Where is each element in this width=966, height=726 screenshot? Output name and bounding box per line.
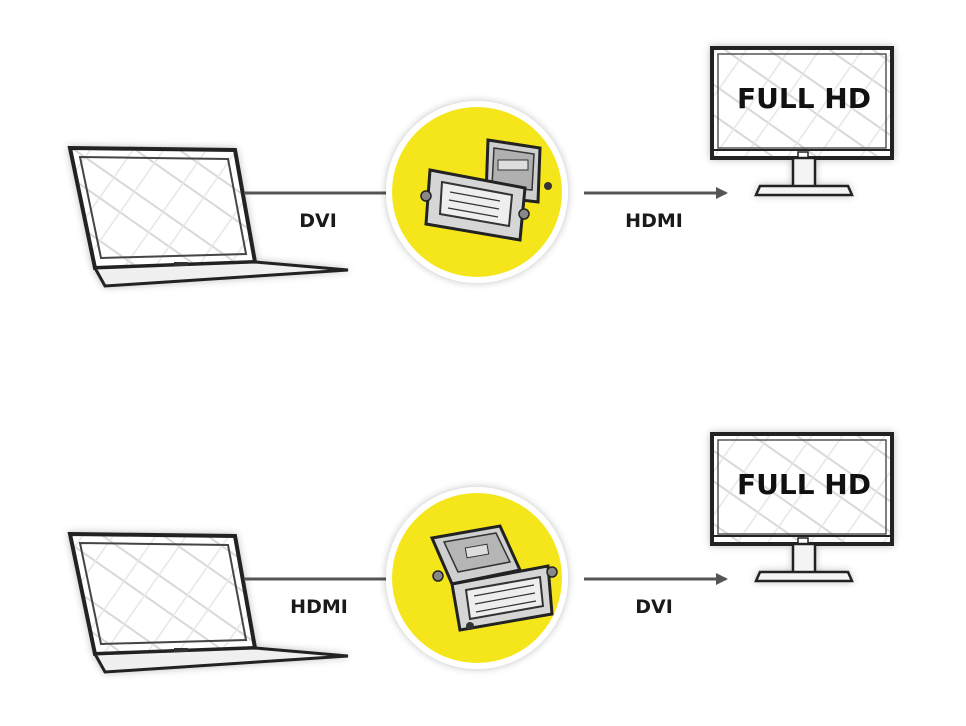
monitor-icon bbox=[710, 46, 894, 197]
monitor-icon bbox=[710, 432, 894, 583]
hdmi-to-dvi-adapter-icon bbox=[429, 524, 558, 632]
laptop-icon bbox=[67, 145, 349, 288]
monitor-screen-text: FULL HD bbox=[737, 468, 871, 501]
left-cable-label: DVI bbox=[299, 210, 337, 232]
row-1: DVI HDMI bbox=[67, 46, 894, 288]
row-2: HDMI DVI FULL H bbox=[67, 432, 894, 674]
laptop-icon bbox=[67, 531, 349, 674]
left-cable-label: HDMI bbox=[290, 596, 348, 618]
dvi-to-hdmi-adapter-icon bbox=[420, 138, 552, 242]
right-cable-label: HDMI bbox=[625, 210, 683, 232]
monitor-screen-text: FULL HD bbox=[737, 82, 871, 115]
right-cable-label: DVI bbox=[635, 596, 673, 618]
